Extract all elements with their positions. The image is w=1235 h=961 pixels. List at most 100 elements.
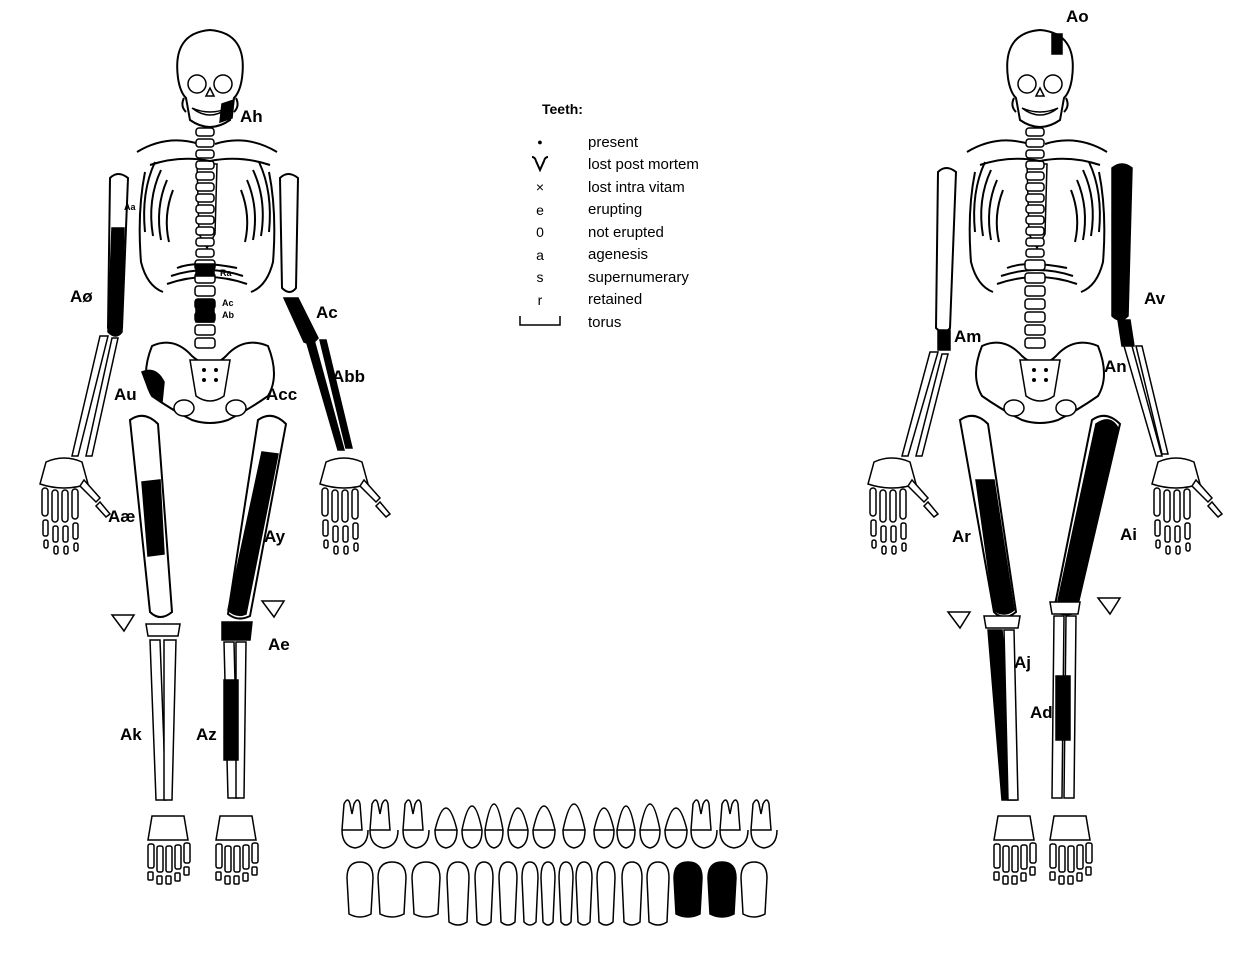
lower-tooth bbox=[347, 862, 373, 917]
legend-label: present bbox=[564, 134, 638, 151]
lesion-ac-ab bbox=[196, 300, 214, 322]
legend-symbol: ● bbox=[516, 137, 564, 147]
upper-tooth bbox=[594, 808, 614, 848]
lesion-ao bbox=[1052, 34, 1062, 54]
upper-tooth bbox=[691, 800, 717, 848]
lesion-az bbox=[224, 680, 238, 760]
lesion-av bbox=[1112, 164, 1132, 320]
label-am: Am bbox=[954, 327, 981, 346]
right-foot-b bbox=[1050, 816, 1092, 884]
lower-tooth bbox=[447, 862, 469, 925]
right-hand-b bbox=[1152, 458, 1222, 554]
legend-label: lost post mortem bbox=[564, 156, 699, 173]
lesion-an bbox=[1118, 320, 1134, 346]
upper-tooth bbox=[462, 806, 482, 848]
label-ra: Ra bbox=[220, 268, 232, 278]
upper-tooth bbox=[485, 804, 503, 848]
legend-row: ●present bbox=[516, 131, 756, 154]
legend-row: eerupting bbox=[516, 199, 756, 222]
lower-tooth bbox=[499, 862, 517, 925]
legend-symbol: e bbox=[516, 202, 564, 218]
upper-tooth bbox=[640, 804, 660, 848]
left-foot-a bbox=[148, 816, 190, 884]
patella-icon bbox=[262, 601, 284, 617]
right-foot-a bbox=[994, 816, 1036, 884]
right-skeleton: Ao Av Am An Ar Ai Aj Ad bbox=[868, 7, 1222, 884]
upper-tooth bbox=[563, 804, 585, 848]
label-ad: Ad bbox=[1030, 703, 1053, 722]
upper-tooth bbox=[751, 800, 777, 848]
upper-tooth bbox=[533, 806, 555, 848]
upper-tooth bbox=[370, 800, 398, 848]
upper-tooth bbox=[403, 800, 429, 848]
upper-tooth bbox=[617, 806, 635, 848]
left-pelvis bbox=[146, 343, 274, 423]
lower-tooth-marked bbox=[708, 862, 736, 917]
lesion-ac bbox=[284, 298, 318, 343]
legend-symbol: 0 bbox=[516, 224, 564, 240]
lower-tooth bbox=[412, 862, 440, 917]
label-ac-small: Ac bbox=[222, 298, 234, 308]
lesion-ae bbox=[222, 622, 252, 640]
lower-tooth bbox=[378, 862, 406, 917]
label-az: Az bbox=[196, 725, 217, 744]
lower-tooth-marked bbox=[674, 862, 702, 917]
lower-tooth bbox=[541, 862, 555, 925]
legend-title: Teeth: bbox=[542, 101, 756, 117]
label-an: An bbox=[1104, 357, 1127, 376]
label-ai: Ai bbox=[1120, 525, 1137, 544]
legend-label: supernumerary bbox=[564, 269, 689, 286]
legend-label: agenesis bbox=[564, 246, 648, 263]
lower-tooth bbox=[559, 862, 573, 925]
upper-tooth bbox=[508, 808, 528, 848]
legend-label: not erupted bbox=[564, 224, 664, 241]
lower-tooth bbox=[522, 862, 538, 925]
torus-bracket-icon bbox=[516, 314, 564, 331]
legend-symbol: r bbox=[516, 292, 564, 308]
lower-tooth bbox=[475, 862, 493, 925]
lesion-ah bbox=[220, 100, 234, 122]
lower-tooth bbox=[597, 862, 615, 925]
label-ah: Ah bbox=[240, 107, 263, 126]
legend-label: retained bbox=[564, 291, 642, 308]
legend-symbol: a bbox=[516, 247, 564, 263]
upper-tooth bbox=[342, 800, 368, 848]
left-skeleton: Ah Aa Ra Ac Ab Aø Ac Abb Au Acc Aæ Ay Ae… bbox=[40, 30, 390, 884]
legend-label: lost intra vitam bbox=[564, 179, 685, 196]
label-a-oslash: Aø bbox=[70, 287, 93, 306]
label-ak: Ak bbox=[120, 725, 142, 744]
label-aa: Aa bbox=[124, 202, 136, 212]
legend-row: torus bbox=[516, 311, 756, 334]
lesion-ad bbox=[1056, 676, 1070, 740]
legend-row: lost post mortem bbox=[516, 154, 756, 177]
right-pelvis bbox=[976, 343, 1104, 423]
lower-tooth bbox=[741, 862, 767, 917]
teeth-legend: Teeth: ●present lost post mortem×lost int… bbox=[516, 101, 756, 334]
label-acc: Acc bbox=[266, 385, 297, 404]
label-aj: Aj bbox=[1014, 653, 1031, 672]
legend-symbol: s bbox=[516, 269, 564, 285]
label-ac: Ac bbox=[316, 303, 338, 322]
upper-tooth bbox=[665, 808, 687, 848]
lower-tooth bbox=[622, 862, 642, 925]
lower-tooth bbox=[576, 862, 592, 925]
lesion-am bbox=[938, 330, 950, 350]
patella-icon bbox=[948, 612, 970, 628]
right-hand-a bbox=[868, 458, 938, 554]
lesion-ra bbox=[196, 264, 214, 276]
left-humerus-b bbox=[280, 174, 298, 292]
upper-tooth bbox=[720, 800, 748, 848]
label-ar: Ar bbox=[952, 527, 971, 546]
right-skull bbox=[1007, 30, 1073, 127]
right-humerus-a bbox=[936, 168, 956, 332]
patella-icon bbox=[112, 615, 134, 631]
left-hand-a bbox=[40, 458, 110, 554]
label-av: Av bbox=[1144, 289, 1166, 308]
left-hand-b bbox=[320, 458, 390, 554]
label-a-ae: Aæ bbox=[108, 507, 135, 526]
legend-symbol: × bbox=[516, 179, 564, 195]
